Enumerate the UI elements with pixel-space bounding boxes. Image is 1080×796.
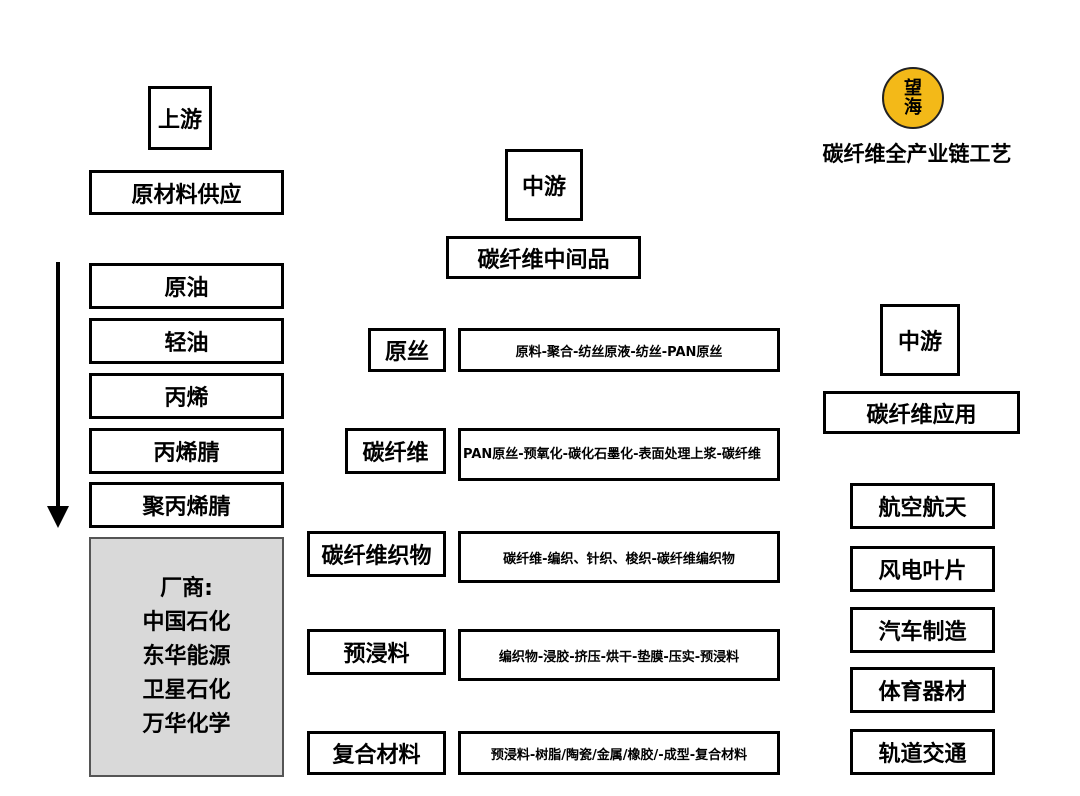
upstream-item-acrylonitrile: 丙烯腈	[89, 428, 284, 474]
application-sports-equipment: 体育器材	[850, 667, 995, 713]
application-rail-transit: 轨道交通	[850, 729, 995, 775]
downward-arrow	[47, 262, 69, 528]
midstream-process-prepreg: 编织物-浸胶-挤压-烘干-垫膜-压实-预浸料	[458, 629, 780, 681]
upstream-title: 原材料供应	[89, 170, 284, 215]
midstream-label-carbon-fiber: 碳纤维	[345, 428, 446, 474]
vendors-heading: 厂商:	[160, 576, 213, 601]
midstream-label-composite: 复合材料	[307, 731, 446, 775]
midstream-label-precursor: 原丝	[368, 328, 446, 372]
application-wind-blades: 风电叶片	[850, 546, 995, 592]
application-automotive: 汽车制造	[850, 607, 995, 653]
midstream-process-carbon-fiber: PAN原丝-预氧化-碳化石墨化-表面处理上浆-碳纤维	[458, 428, 780, 481]
midstream-label-prepreg: 预浸料	[307, 629, 446, 675]
logo-badge: 望 海	[882, 67, 944, 129]
midstream-label-fabric: 碳纤维织物	[307, 531, 446, 577]
vendor-name: 万华化学	[142, 712, 231, 737]
logo-char-2: 海	[904, 97, 922, 118]
vendor-name: 卫星石化	[142, 678, 231, 703]
upstream-item-light-oil: 轻油	[89, 318, 284, 364]
midstream-process-composite: 预浸料-树脂/陶瓷/金属/橡胶/-成型-复合材料	[458, 731, 780, 775]
logo-char-1: 望	[904, 78, 922, 99]
vendors-panel: 厂商: 中国石化 东华能源 卫星石化 万华化学	[89, 537, 284, 777]
upstream-item-propylene: 丙烯	[89, 373, 284, 419]
midstream-title: 碳纤维中间品	[446, 236, 641, 279]
upstream-stage-label: 上游	[148, 86, 212, 150]
downstream-stage-label: 中游	[880, 304, 960, 376]
application-aerospace: 航空航天	[850, 483, 995, 529]
midstream-stage-label: 中游	[505, 149, 583, 221]
vendor-name: 东华能源	[142, 644, 231, 669]
upstream-item-crude-oil: 原油	[89, 263, 284, 309]
midstream-process-precursor: 原料-聚合-纺丝原液-纺丝-PAN原丝	[458, 328, 780, 372]
vendor-name: 中国石化	[142, 610, 231, 635]
midstream-process-fabric: 碳纤维-编织、针织、梭织-碳纤维编织物	[458, 531, 780, 583]
downstream-title: 碳纤维应用	[823, 391, 1020, 434]
diagram-title: 碳纤维全产业链工艺	[822, 142, 1012, 166]
upstream-item-polyacrylonitrile: 聚丙烯腈	[89, 482, 284, 528]
